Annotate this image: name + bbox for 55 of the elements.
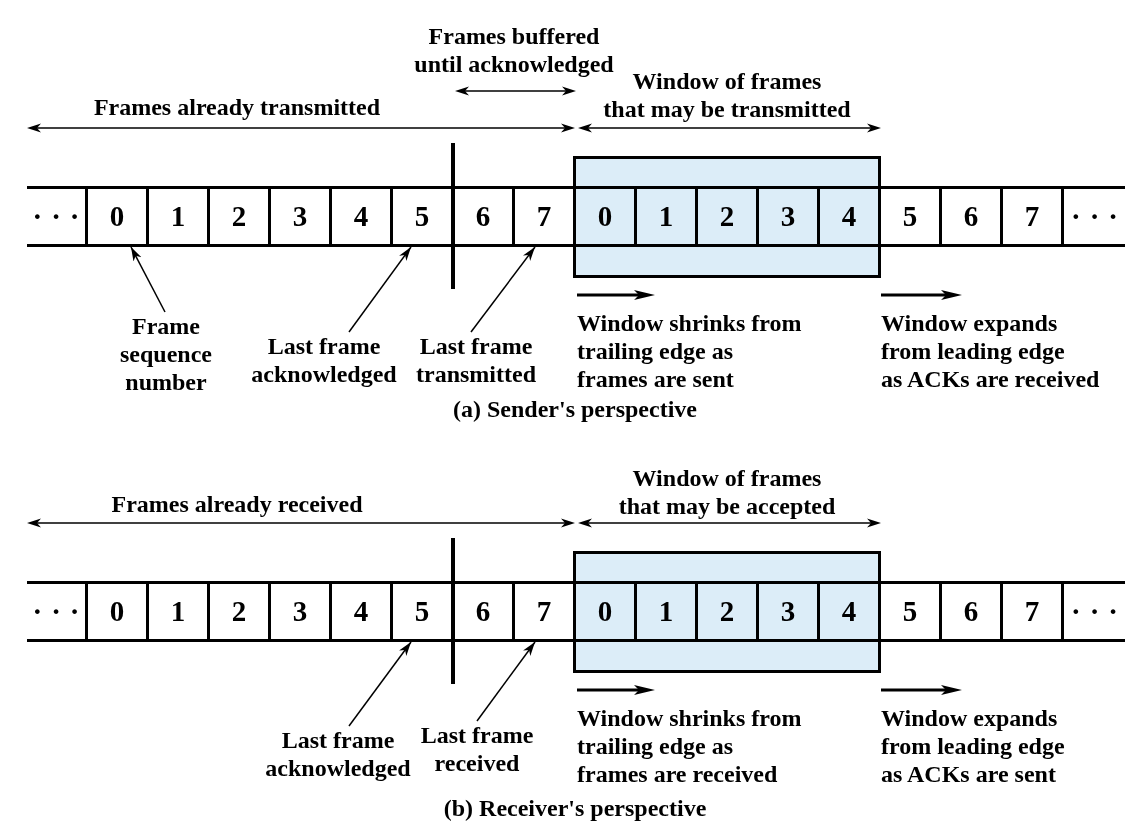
frame-cell: 3 [271, 186, 332, 247]
frame-cell: 0 [88, 186, 149, 247]
frame-cell: 5 [393, 581, 454, 642]
direction-label: Window expands from leading edge as ACKs are sent [881, 704, 1065, 788]
frame-cell: 1 [149, 581, 210, 642]
frame-cell: 3 [271, 581, 332, 642]
annotation-label: Last frame acknowledged [251, 332, 397, 388]
frame-cell: ··· [1064, 581, 1125, 642]
frame-cell: 6 [454, 186, 515, 247]
frame-cell: 2 [698, 186, 759, 247]
frame-cell: 6 [454, 581, 515, 642]
frame-cell: 4 [820, 186, 878, 247]
frame-cell: 4 [332, 581, 393, 642]
annotation-label: Frame sequence number [120, 312, 212, 396]
leader-arrow [130, 246, 166, 313]
leader-arrow [476, 641, 536, 722]
frame-cell: 3 [759, 581, 820, 642]
frame-cell: 4 [820, 581, 878, 642]
dimension-label: Window of frames that may be accepted [618, 464, 836, 520]
window-box [573, 551, 881, 673]
leader-arrow [348, 641, 412, 727]
frame-cell: 2 [210, 581, 271, 642]
direction-label: Window shrinks from trailing edge as frames are sent [577, 309, 802, 393]
direction-label: Window expands from leading edge as ACKs are received [881, 309, 1100, 393]
frame-cell: 0 [88, 581, 149, 642]
frame-cell: ··· [27, 581, 88, 642]
frame-cell: 6 [942, 581, 1003, 642]
annotation-label: Last frame received [420, 721, 534, 777]
frame-cell: 4 [332, 186, 393, 247]
frame-cell: 5 [881, 581, 942, 642]
frame-cell: 1 [637, 186, 698, 247]
window-box [573, 156, 881, 278]
annotation-label: Last frame acknowledged [265, 726, 411, 782]
frame-cell: 5 [881, 186, 942, 247]
panel-caption: (a) Sender's perspective [453, 395, 697, 423]
frame-cell: ··· [1064, 186, 1125, 247]
dimension-label: Frames already received [111, 490, 363, 518]
frame-cell: ··· [27, 186, 88, 247]
frame-cell: 2 [210, 186, 271, 247]
leader-arrow [470, 246, 536, 333]
frame-cell: 5 [393, 186, 454, 247]
frame-cell: 7 [1003, 581, 1064, 642]
frame-cell: 2 [698, 581, 759, 642]
frame-cell: 6 [942, 186, 1003, 247]
frame-cell: 0 [576, 186, 637, 247]
frame-cell: 7 [1003, 186, 1064, 247]
frame-cell: 0 [576, 581, 637, 642]
panel-caption: (b) Receiver's perspective [443, 794, 707, 822]
frame-cell: 3 [759, 186, 820, 247]
leader-arrow [348, 246, 412, 333]
dimension-label: Frames already transmitted [93, 93, 381, 121]
direction-label: Window shrinks from trailing edge as frames are received [577, 704, 802, 788]
frame-cell: 1 [637, 581, 698, 642]
annotation-label: Last frame transmitted [416, 332, 536, 388]
frame-cell: 1 [149, 186, 210, 247]
